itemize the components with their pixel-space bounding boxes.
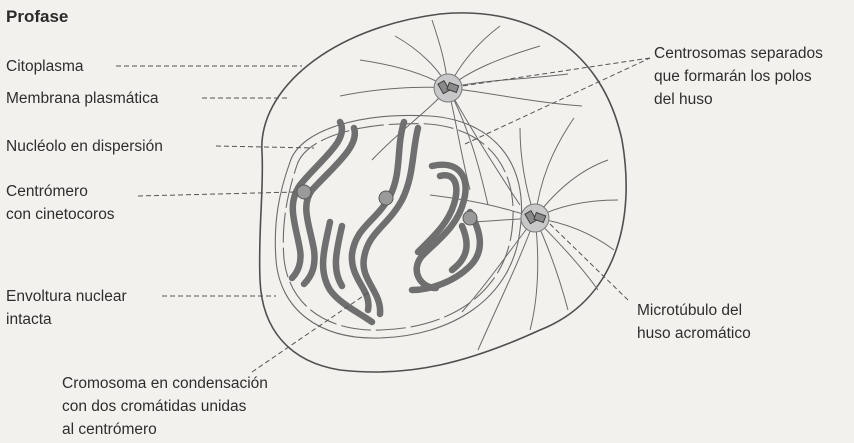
label-citoplasma: Citoplasma bbox=[6, 58, 84, 75]
centrosome-lower bbox=[521, 204, 549, 232]
label-cromosoma-line2: con dos cromátidas unidas bbox=[62, 398, 247, 415]
centromere-2 bbox=[379, 191, 393, 205]
label-envoltura-line2: intacta bbox=[6, 311, 52, 328]
label-centromero-line2: con cinetocoros bbox=[6, 206, 115, 223]
centromere-3 bbox=[463, 211, 477, 225]
label-microtubulo-line1: Microtúbulo del bbox=[637, 302, 742, 319]
label-cromosoma-line1: Cromosoma en condensación bbox=[62, 375, 268, 392]
label-centrosomas-line2: que formarán los polos bbox=[654, 68, 812, 85]
label-envoltura-line1: Envoltura nuclear bbox=[6, 288, 127, 305]
diagram-title: Profase bbox=[6, 7, 68, 26]
label-microtubulo-line2: huso acromático bbox=[637, 325, 751, 342]
label-nucleolo: Nucléolo en dispersión bbox=[6, 138, 163, 155]
label-centromero-line1: Centrómero bbox=[6, 183, 88, 200]
centrosome-upper bbox=[434, 74, 462, 102]
label-centrosomas-line3: del huso bbox=[654, 91, 713, 108]
cell-membrane bbox=[260, 13, 627, 372]
label-cromosoma-line3: al centrómero bbox=[62, 421, 157, 438]
label-membrana-plasmatica: Membrana plasmática bbox=[6, 90, 159, 107]
centromere-1 bbox=[297, 185, 311, 199]
chromosomes bbox=[292, 122, 480, 322]
label-centrosomas-line1: Centrosomas separados bbox=[654, 45, 823, 62]
